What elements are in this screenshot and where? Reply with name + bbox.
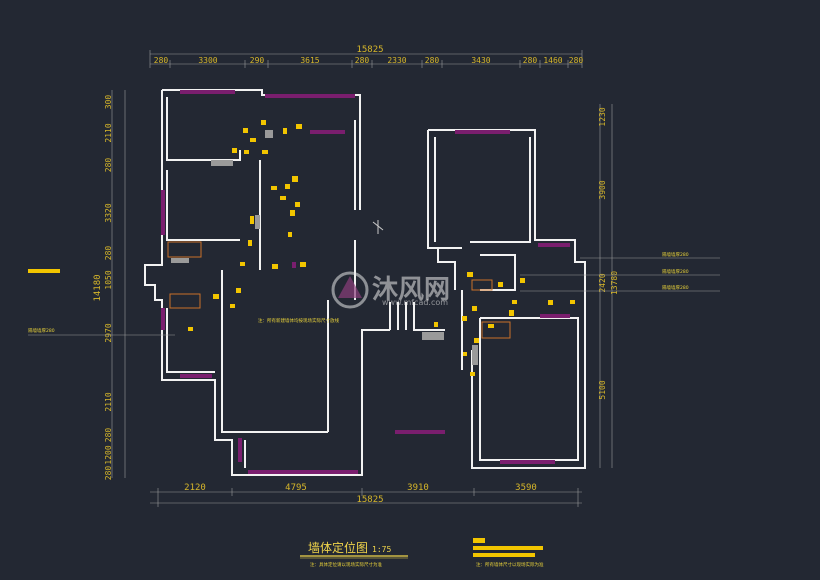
structural-columns	[171, 130, 478, 365]
top-dimension-chain: 15825 280 3300 290 3615 280 2330 280 343…	[149, 45, 584, 68]
top-dimension: 3430	[471, 56, 490, 65]
top-dimension: 280	[154, 56, 169, 65]
door-markers	[167, 241, 511, 339]
left-dimension-chain: 300 2110 280 3320 280 1050 2970 2110 280…	[93, 90, 126, 481]
direction-mark	[372, 220, 384, 234]
left-dimension: 300	[104, 95, 113, 110]
left-dimension: 280	[104, 466, 113, 481]
top-dimension: 1460	[543, 56, 562, 65]
legend-swatch	[473, 553, 535, 557]
left-dimension: 2110	[104, 392, 113, 411]
left-dimension: 1050	[104, 270, 113, 289]
partition-note: 隔墙墙厚280	[662, 251, 689, 258]
right-dimension: 2420	[598, 273, 607, 292]
top-dimension: 280	[355, 56, 370, 65]
right-total-dimension: 13780	[610, 271, 619, 295]
right-dimension: 5100	[598, 380, 607, 399]
partition-note: 隔墙墙厚280	[28, 327, 55, 334]
bottom-dimension: 4795	[285, 483, 307, 493]
top-dimension: 280	[425, 56, 440, 65]
top-dimension: 280	[523, 56, 538, 65]
left-dimension: 280	[104, 428, 113, 443]
top-dimension: 280	[569, 56, 584, 65]
legend: 注：所有墙体尺寸以现场实际为准	[473, 538, 544, 568]
wall-outlines	[144, 89, 586, 476]
bottom-dimension: 3590	[515, 483, 537, 493]
watermark-brand: 沐风网	[372, 275, 450, 305]
left-dimension: 1200	[104, 445, 113, 464]
partition-markers: 隔墙墙厚280 隔墙墙厚280 隔墙墙厚280 隔墙墙厚280 注：所有新建墙体…	[28, 251, 720, 336]
window-openings	[161, 90, 570, 474]
top-dimension: 290	[250, 56, 265, 65]
legend-swatch	[473, 538, 485, 543]
center-note: 注：所有新建墙体均按现场实际尺寸放线	[258, 317, 339, 324]
drawing-subtitle: 注：具体定位请以现场实际尺寸为准	[310, 561, 382, 568]
drawing-title-block: 墙体定位图 1:75 注：具体定位请以现场实际尺寸为准	[300, 540, 408, 568]
watermark-url: www.mfcad.com	[382, 298, 448, 307]
drawing-title: 墙体定位图	[308, 540, 368, 555]
bottom-total-dimension: 15825	[356, 495, 383, 505]
bottom-dimension: 3910	[407, 483, 429, 493]
right-dimension-chain: 1230 3900 2420 5100 13780	[598, 104, 619, 468]
left-dimension: 280	[104, 246, 113, 261]
top-dimension: 2330	[387, 56, 406, 65]
left-dimension: 2970	[104, 323, 113, 342]
left-dimension: 3320	[104, 203, 113, 222]
bottom-dimension: 2120	[184, 483, 206, 493]
left-dimension: 2110	[104, 123, 113, 142]
partition-note: 隔墙墙厚280	[662, 268, 689, 275]
legend-note: 注：所有墙体尺寸以现场实际为准	[476, 561, 544, 568]
bottom-dimension-chain: 2120 4795 3910 3590 15825	[150, 483, 582, 507]
top-dimension: 3300	[198, 56, 217, 65]
legend-swatch	[473, 546, 543, 550]
right-dimension: 3900	[598, 180, 607, 199]
left-dimension: 280	[104, 158, 113, 173]
watermark: 沐风网 www.mfcad.com	[331, 271, 450, 309]
partition-note: 隔墙墙厚280	[662, 284, 689, 291]
top-total-dimension: 15825	[356, 45, 383, 55]
left-total-dimension: 14180	[93, 274, 103, 301]
watermark-logo-icon	[331, 271, 369, 309]
top-dimension: 3615	[300, 56, 319, 65]
right-dimension: 1230	[598, 107, 607, 126]
fixture-markers	[188, 120, 575, 376]
drawing-scale: 1:75	[372, 545, 391, 554]
